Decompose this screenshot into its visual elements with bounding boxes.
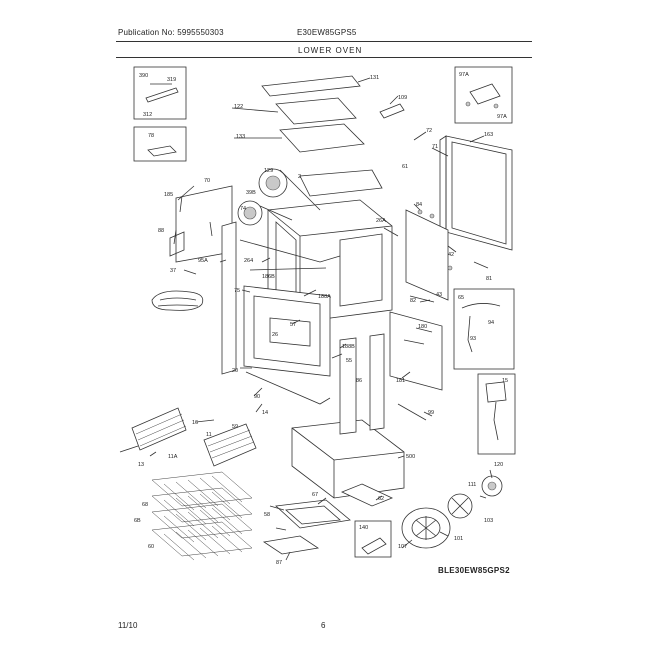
callout-188b: 188B (342, 344, 355, 350)
callout-312: 312 (143, 112, 152, 118)
inset-box-65: 65 94 93 (453, 288, 515, 370)
callout-61: 61 (402, 164, 408, 170)
callout-72: 72 (426, 128, 432, 134)
callout-11: 11 (206, 432, 212, 438)
callout-107: 107 (398, 544, 407, 550)
callout-129: 129 (264, 168, 273, 174)
callout-90: 90 (254, 394, 260, 400)
callout-20: 20 (232, 368, 238, 374)
callout-15: 15 (502, 378, 508, 384)
model-number: E30EW85GPS5 (297, 28, 357, 37)
inset-box-140: 140 (354, 520, 392, 558)
callout-122: 122 (234, 104, 243, 110)
callout-42: 42 (448, 252, 454, 258)
callout-103: 103 (484, 518, 493, 524)
callout-60: 60 (148, 544, 154, 550)
inset-box-390: 390 319 312 (133, 66, 187, 120)
callout-88: 88 (158, 228, 164, 234)
callout-163: 163 (484, 132, 493, 138)
callout-16: 16 (192, 420, 198, 426)
callout-26a: 26A (376, 218, 386, 224)
callout-26: 26 (272, 332, 278, 338)
footer-page-number: 6 (321, 621, 326, 630)
callout-94: 94 (488, 320, 494, 326)
callout-57: 57 (290, 322, 296, 328)
callout-6b: 6B (134, 518, 141, 524)
callout-181: 181 (396, 378, 405, 384)
callout-74: 74 (240, 206, 246, 212)
callout-264: 264 (244, 258, 253, 264)
callout-labels: 131 109 122 133 72 163 71 129 39B 2 61 7… (134, 75, 503, 566)
header-rule-bottom (116, 57, 532, 58)
callout-78: 78 (148, 133, 154, 139)
callout-185: 185 (164, 192, 173, 198)
callout-37: 37 (170, 268, 176, 274)
header-rule-top (116, 41, 532, 42)
callout-55: 55 (346, 358, 352, 364)
callout-65: 65 (458, 295, 464, 301)
callout-97a: 97A (459, 72, 469, 78)
callout-131: 131 (370, 75, 379, 81)
callout-2: 2 (298, 174, 301, 180)
section-title: LOWER OVEN (298, 46, 363, 55)
callout-58: 58 (264, 512, 270, 518)
callout-81: 81 (486, 276, 492, 282)
inset-box-97a: 97A 97A (454, 66, 513, 124)
callout-43: 43 (436, 292, 442, 298)
callout-120: 120 (494, 462, 503, 468)
callout-188a: 188A (318, 294, 331, 300)
callout-71: 71 (432, 144, 438, 150)
inset-box-78: 78 (133, 126, 187, 162)
footer-date: 11/10 (118, 621, 138, 630)
callout-75: 75 (234, 288, 240, 294)
callout-390: 390 (139, 73, 148, 79)
callout-86: 86 (356, 378, 362, 384)
oven-base (245, 333, 427, 507)
rack-supports (131, 407, 257, 467)
callout-59: 59 (232, 424, 238, 430)
callout-11a: 11A (168, 454, 178, 460)
callout-95a: 95A (198, 258, 208, 264)
callout-68: 68 (142, 502, 148, 508)
callout-62: 62 (378, 496, 384, 502)
callout-140: 140 (359, 525, 368, 531)
callout-82: 82 (410, 298, 416, 304)
callout-39b: 39B (246, 190, 256, 196)
callout-186b: 186B (262, 274, 275, 280)
broiler-frame (243, 285, 331, 377)
callout-97a-b: 97A (497, 114, 507, 120)
convection-fan (401, 475, 503, 549)
callout-111: 111 (468, 482, 476, 488)
oven-door (439, 135, 513, 251)
callout-133: 133 (236, 134, 245, 140)
bake-element-tray (262, 499, 351, 555)
callout-93: 93 (470, 336, 476, 342)
callout-13: 13 (138, 462, 144, 468)
callout-180: 180 (418, 324, 427, 330)
callout-109: 109 (398, 95, 407, 101)
top-panels (261, 75, 405, 197)
callout-70: 70 (204, 178, 210, 184)
callout-67: 67 (312, 492, 318, 498)
right-side-parts (389, 209, 453, 391)
callout-14: 14 (262, 410, 268, 416)
inset-box-15: 15 (477, 373, 516, 455)
detail-circles (237, 168, 321, 226)
diagram-reference-id: BLE30EW85GPS2 (438, 566, 510, 575)
callout-99: 99 (428, 410, 434, 416)
callout-319: 319 (167, 77, 176, 83)
callout-500: 500 (406, 454, 415, 460)
callout-87: 87 (276, 560, 282, 566)
callout-101: 101 (454, 536, 463, 542)
callout-84: 84 (416, 202, 422, 208)
publication-number: Publication No: 5995550303 (118, 28, 224, 37)
leader-lines (119, 77, 493, 561)
oven-racks (151, 471, 253, 561)
